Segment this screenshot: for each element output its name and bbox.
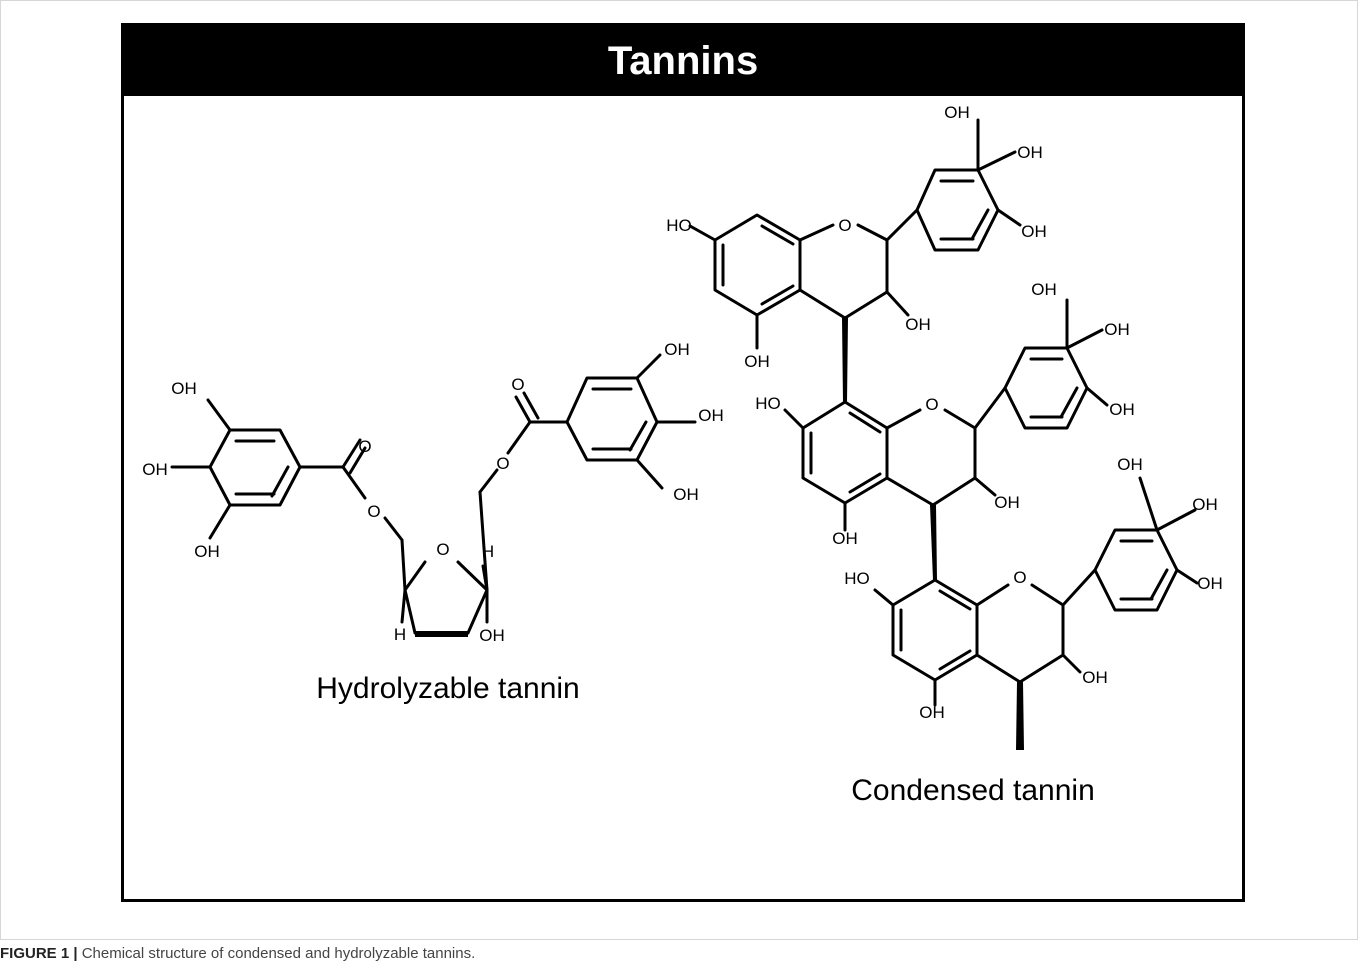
atom-label: OH (194, 542, 220, 561)
caption-prefix: FIGURE 1 | (0, 945, 78, 962)
atom-label: OH (142, 460, 168, 479)
atom-label: OH (944, 103, 970, 122)
figure-caption: FIGURE 1 | Chemical structure of condens… (0, 945, 475, 962)
caption-text: Chemical structure of condensed and hydr… (77, 945, 476, 962)
atom-label: OH (1197, 574, 1223, 593)
condensed-tannin-structure (688, 118, 1199, 707)
atom-label: OH (1031, 280, 1057, 299)
atom-label: HO (755, 394, 781, 413)
hydrolyzable-tannin-label: Hydrolyzable tannin (316, 672, 579, 705)
atom-label: OH (1192, 495, 1218, 514)
atom-label: HO (844, 569, 870, 588)
diagram-panel: Tannins (121, 23, 1245, 902)
atom-label: OH (171, 379, 197, 398)
atom-label: O (496, 454, 509, 473)
atom-label: H (394, 625, 406, 644)
atom-label: O (925, 395, 938, 414)
atom-label: HO (666, 216, 692, 235)
diagram-title: Tannins (607, 39, 759, 83)
atom-label: O (511, 375, 524, 394)
atom-label: OH (1017, 143, 1043, 162)
atom-label: OH (479, 626, 505, 645)
atom-label: O (838, 216, 851, 235)
atom-label: OH (832, 529, 858, 548)
wedge-bonds (842, 318, 1024, 750)
ring-bold-bond (415, 631, 468, 637)
atom-label: O (367, 502, 380, 521)
atom-label: OH (744, 352, 770, 371)
atom-label: OH (905, 315, 931, 334)
hydrolyzable-tannin-structure (170, 353, 697, 635)
atom-label: OH (994, 493, 1020, 512)
title-bar: Tannins (124, 26, 1242, 96)
atom-label: O (1013, 568, 1026, 587)
condensed-tannin-label: Condensed tannin (851, 774, 1095, 807)
atom-label: OH (664, 340, 690, 359)
atom-label: OH (698, 406, 724, 425)
atom-label: OH (1117, 455, 1143, 474)
atom-label: H (482, 542, 494, 561)
atom-label: O (358, 437, 371, 456)
atom-label: OH (1104, 320, 1130, 339)
atom-label: OH (1021, 222, 1047, 241)
atom-label: O (436, 540, 449, 559)
atom-label: OH (1082, 668, 1108, 687)
chemical-structures: OH OH OH O O O H H OH O O OH OH OH Hydro… (142, 103, 1223, 807)
atom-label: OH (673, 485, 699, 504)
atom-label: OH (919, 703, 945, 722)
atom-label: OH (1109, 400, 1135, 419)
